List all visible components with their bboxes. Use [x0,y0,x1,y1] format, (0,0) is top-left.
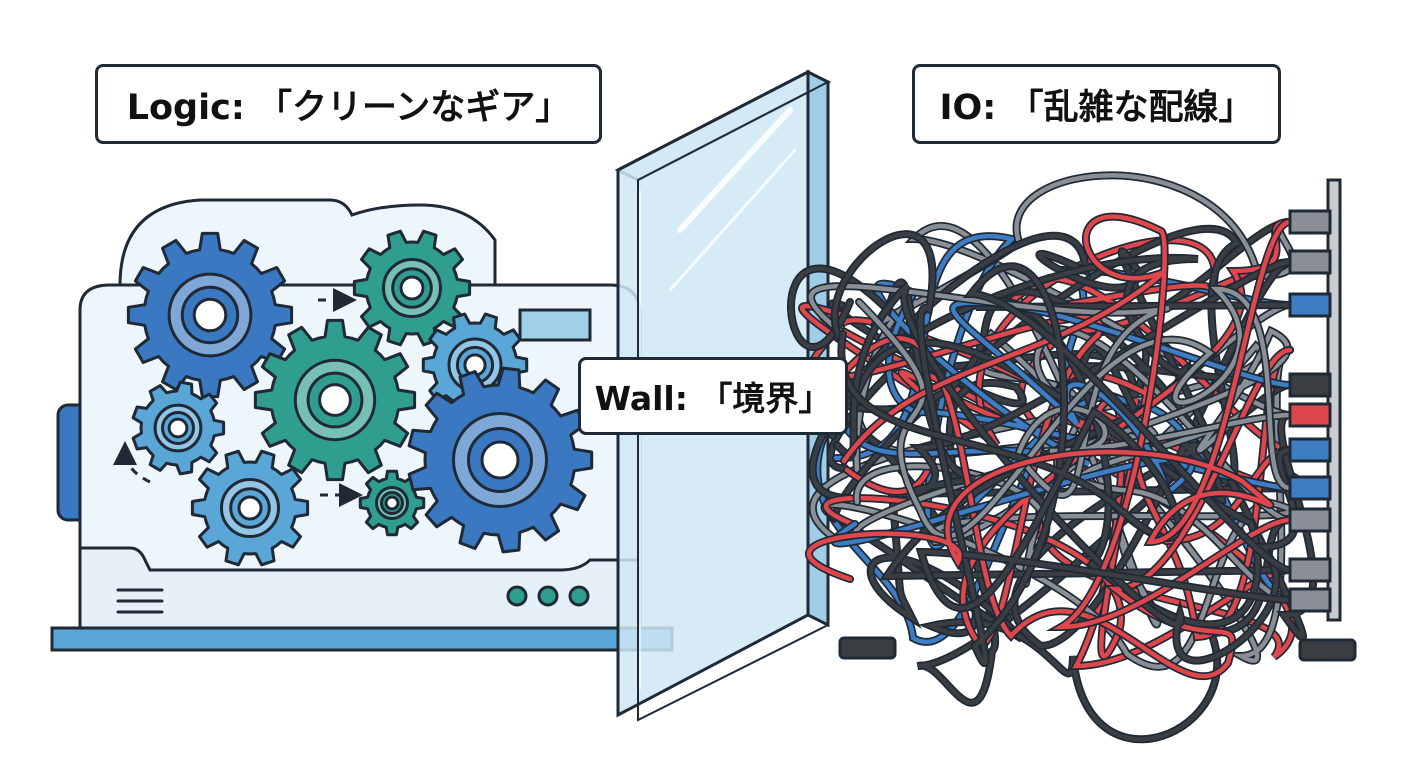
io-label: IO: 「乱雑な配線」 [912,64,1281,144]
cable-plug-icon [1288,292,1332,318]
cable-plug-icon [1288,249,1332,275]
port-panel [1326,178,1342,622]
tangled-cables [787,171,1318,744]
cable-plug-icon [1288,209,1332,235]
gear-hub [192,297,228,333]
gear-hub [384,495,400,511]
cable [834,283,1298,663]
cable [807,219,1293,582]
wall-label: Wall: 「境界」 [578,357,848,435]
gear-hub [167,417,189,439]
machine-base [50,626,674,652]
gears-group [126,229,594,567]
cable-plug-icon [1288,372,1332,398]
indicator-lights [506,585,590,607]
flow-arrows [113,288,363,507]
gear-hub [318,383,352,417]
cable-plug-icon [1288,402,1332,428]
cable [841,214,1293,630]
logic-label: Logic: 「クリーンなギア」 [95,64,602,144]
cable [856,286,1293,539]
cable [839,331,1293,611]
cable [832,231,1293,666]
cable-plug-icon [1288,437,1332,463]
cable [839,336,1293,679]
cable-plugs [838,209,1357,662]
vent-lines [116,588,164,614]
cable-plug-icon [1288,475,1332,501]
arrow-icon [113,441,151,484]
cable-plug-icon [1298,638,1357,662]
gear-hub [237,495,263,521]
cable-plug-icon [1288,507,1332,533]
cable [788,259,1293,496]
display-panel [518,308,592,342]
gear-hub [399,275,425,301]
gear-hub [480,440,520,480]
cable-plug-icon [838,636,897,660]
cable-plug-icon [1288,587,1332,613]
cable-plug-icon [1288,557,1332,583]
